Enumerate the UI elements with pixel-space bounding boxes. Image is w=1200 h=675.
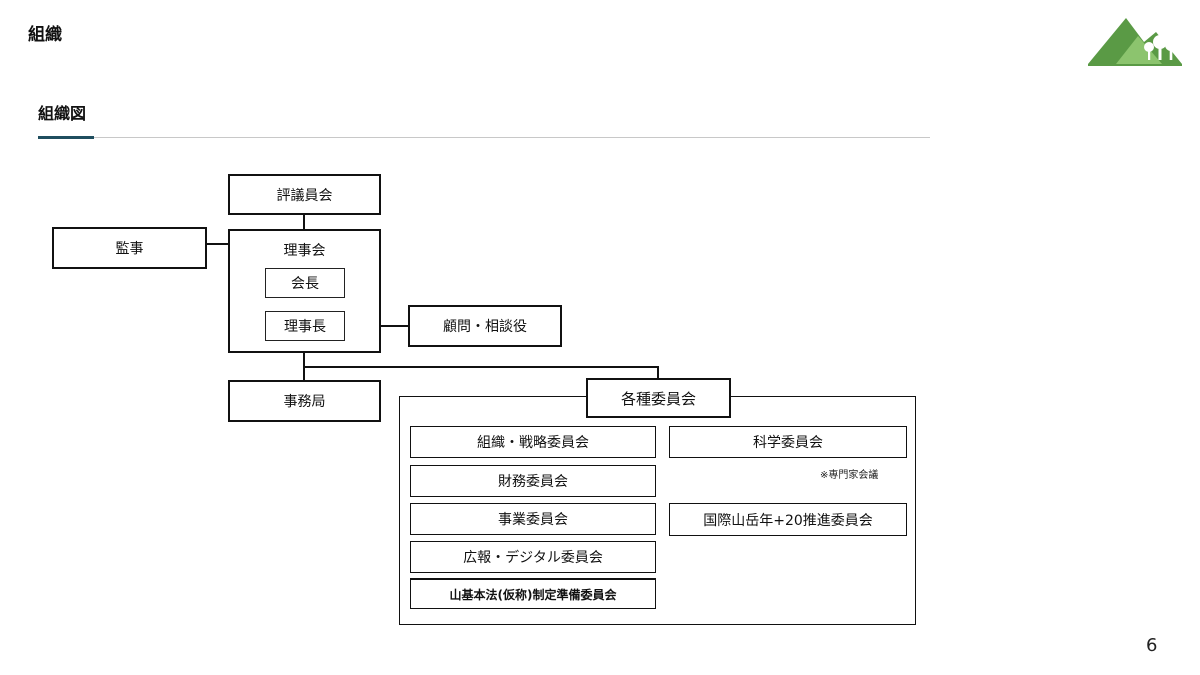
page-number: 6 — [1146, 635, 1158, 656]
connector-branch-committees — [657, 366, 659, 381]
section-title: 組織図 — [38, 104, 87, 123]
committee-item: 山基本法(仮称)制定準備委員会 — [410, 578, 656, 609]
committee-item-science: 科学委員会 — [669, 426, 907, 458]
committee-item: 事業委員会 — [410, 503, 656, 535]
auditor-box: 監事 — [52, 227, 207, 269]
section-divider — [38, 137, 930, 138]
connector-auditor-board — [206, 243, 229, 245]
page-header-title: 組織 — [28, 25, 62, 45]
councillors-box: 評議員会 — [228, 174, 381, 215]
committee-item-iym20: 国際山岳年+20推進委員会 — [669, 503, 907, 536]
section-divider-accent — [38, 136, 94, 139]
science-committee-note: ※専門家会議 — [820, 470, 879, 481]
committee-item: 財務委員会 — [410, 465, 656, 497]
advisors-box: 顧問・相談役 — [408, 305, 562, 347]
committee-item: 組織・戦略委員会 — [410, 426, 656, 458]
board-label: 理事会 — [283, 243, 326, 259]
committee-item: 広報・デジタル委員会 — [410, 541, 656, 573]
connector-councillors-board — [303, 214, 305, 230]
mountain-logo-icon — [1086, 12, 1184, 68]
connector-branch-horizontal — [303, 366, 659, 368]
committees-title-box: 各種委員会 — [586, 378, 731, 418]
chairman-box: 理事長 — [265, 311, 345, 341]
president-box: 会長 — [265, 268, 345, 298]
secretariat-box: 事務局 — [228, 380, 381, 422]
